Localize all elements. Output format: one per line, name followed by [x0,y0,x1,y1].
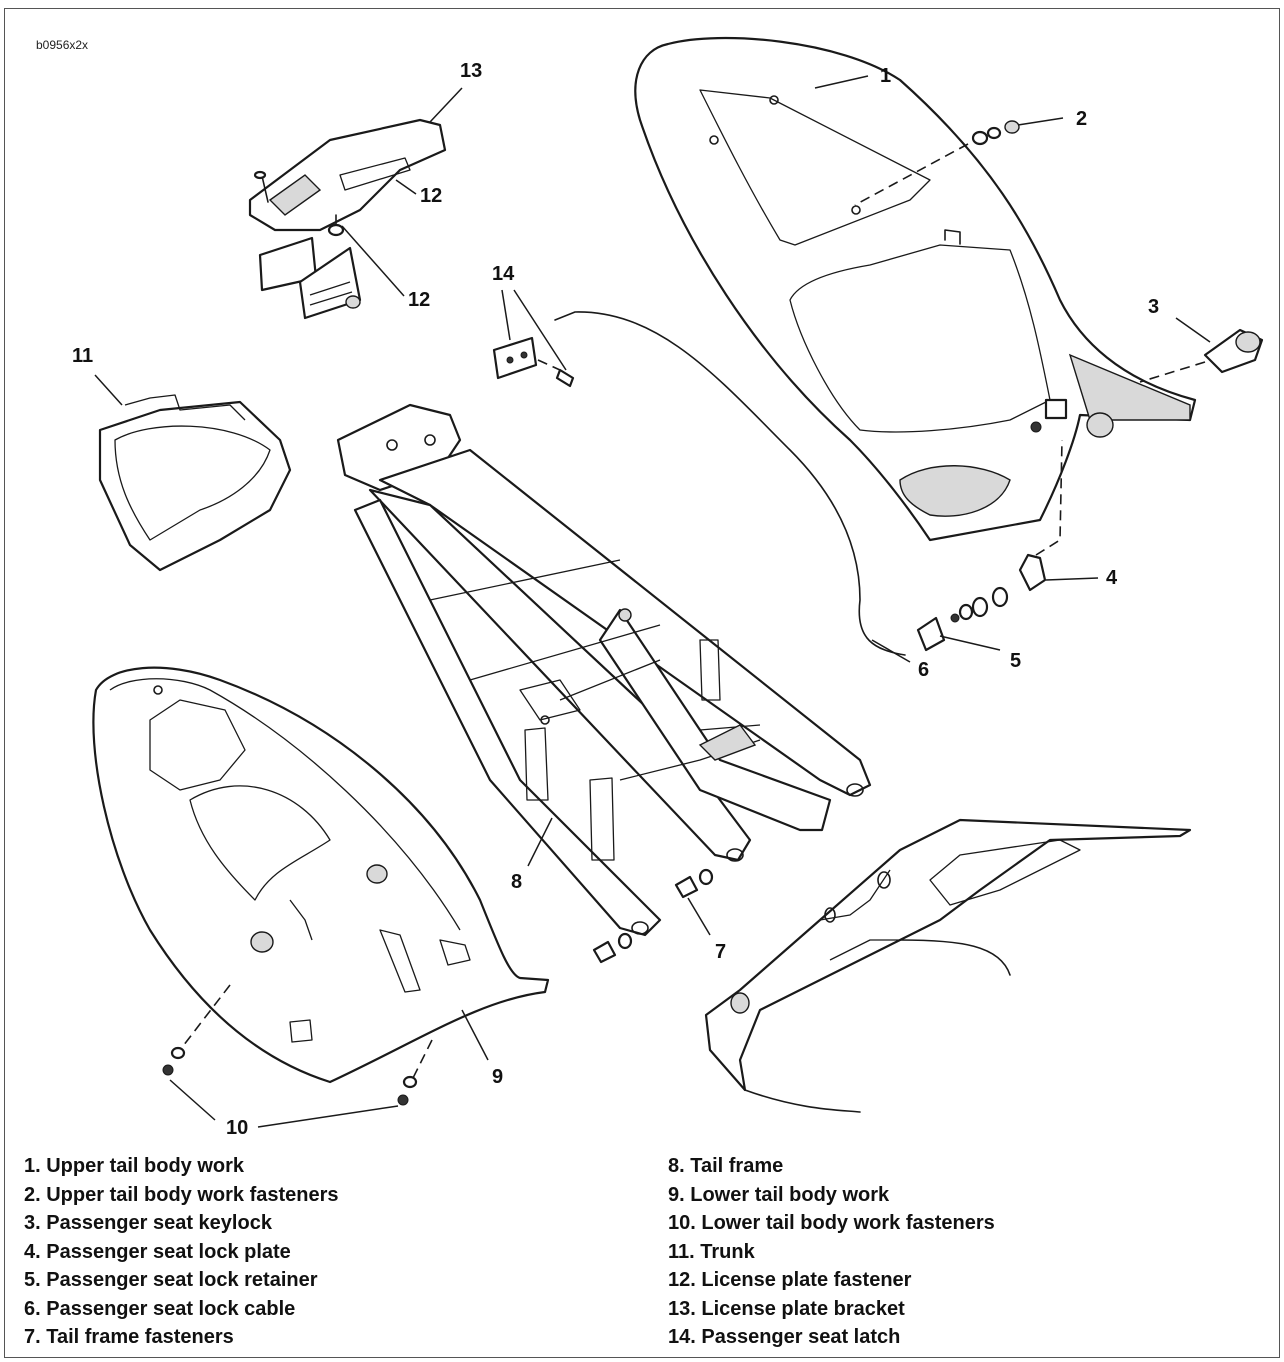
legend-item: 10. Lower tail body work fasteners [668,1212,995,1234]
license-plate-fastener [253,170,345,237]
callout-7: 7 [715,941,726,963]
callout-9: 9 [492,1066,503,1088]
exploded-parts-diagram: 1 2 3 4 5 6 7 8 9 10 11 12 12 13 14 [72,36,1264,1139]
legend-item: 14. Passenger seat latch [668,1326,901,1348]
trunk [98,394,292,572]
diagram-frame [4,8,1280,1358]
legend-item: 2. Upper tail body work fasteners [24,1183,339,1206]
callout-1: 1 [880,65,891,87]
upper-tail-body-work [634,36,1197,542]
parts-legend-right: 8. Tail frame 9. Lower tail body work 10… [668,1152,995,1352]
passenger-seat-latch [492,336,575,388]
lower-tail-body-work [92,666,550,1084]
legend-item: 12. License plate fastener [668,1269,912,1291]
passenger-seat-lock-cable [554,311,906,656]
parts-legend-left: 1. Upper tail body work 2. Upper tail bo… [24,1152,339,1352]
callout-3: 3 [1148,296,1159,318]
passenger-seat-lock-plate [991,439,1063,608]
callout-11: 11 [72,345,93,367]
tail-frame [336,403,872,937]
lower-tail-body-work-fasteners [162,984,433,1106]
legend-item: 4. Passenger seat lock plate [24,1240,291,1263]
upper-tail-body-work-fasteners [854,120,1020,206]
callout-2: 2 [1076,108,1087,130]
legend-item: 8. Tail frame [668,1155,784,1177]
leader-lines [94,75,1211,1128]
legend-item: 13. License plate bracket [668,1297,905,1320]
callout-10: 10 [226,1117,248,1139]
callout-14: 14 [492,263,515,285]
tail-frame-fasteners [592,868,714,964]
passenger-seat-keylock [1139,328,1264,383]
callout-13: 13 [460,60,482,82]
passenger-seat-lock-retainer [916,596,989,652]
callout-4: 4 [1106,567,1118,589]
legend-item: 11. Trunk [668,1240,755,1263]
callout-5: 5 [1010,650,1021,672]
callout-8: 8 [511,871,522,893]
legend-item: 5. Passenger seat lock retainer [24,1269,318,1291]
reference-code: b0956x2x [36,38,89,52]
legend-item: 1. Upper tail body work [24,1155,245,1177]
legend-item: 6. Passenger seat lock cable [24,1297,296,1320]
legend-item: 7. Tail frame fasteners [24,1326,234,1348]
legend-item: 9. Lower tail body work [668,1183,890,1206]
callout-12-upper: 12 [420,185,442,207]
callout-12-lower: 12 [408,289,430,311]
assembled-tail-view [704,818,1192,1113]
callout-6: 6 [918,659,929,681]
legend-item: 3. Passenger seat keylock [24,1212,272,1234]
license-plate-bracket [248,118,447,320]
